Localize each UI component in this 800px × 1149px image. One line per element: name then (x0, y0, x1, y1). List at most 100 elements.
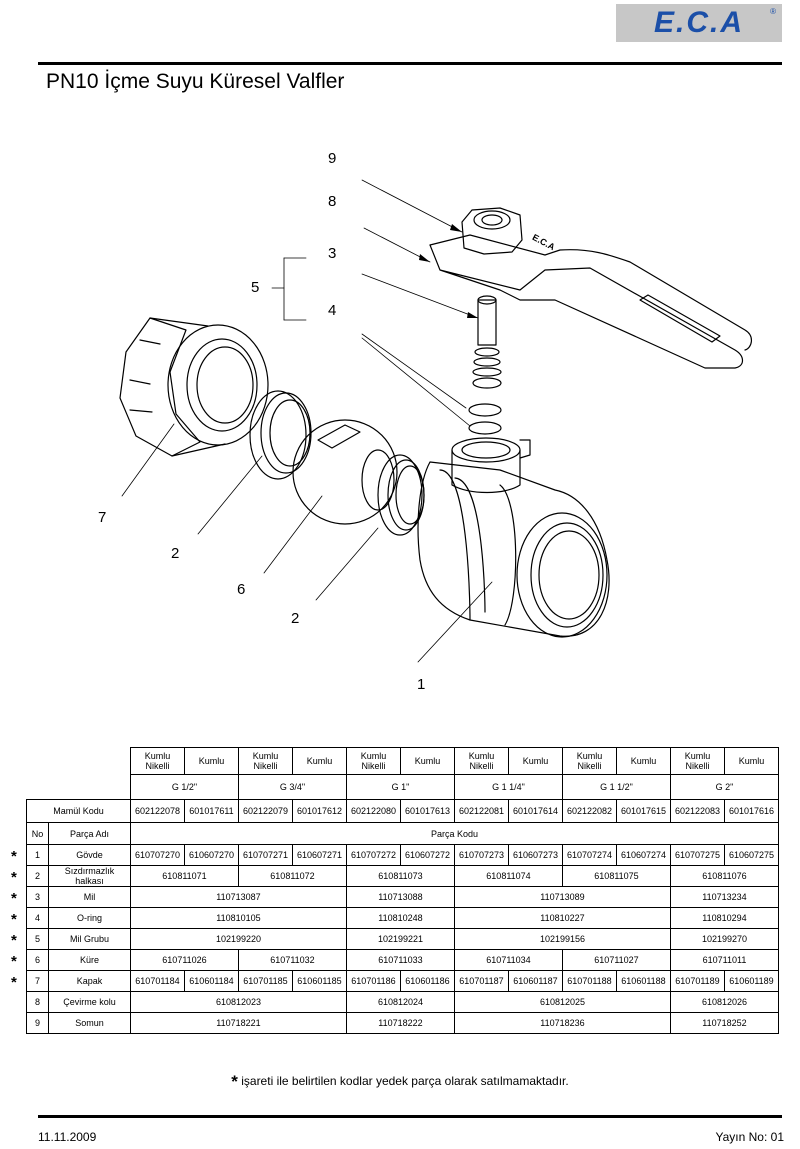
stem-part (472, 295, 502, 389)
col-no-header: No (26, 822, 49, 845)
part-code: 610701187 (454, 970, 509, 992)
product-code: 601017613 (400, 799, 455, 823)
spare-part-star: * (11, 848, 17, 865)
part-code: 610601185 (292, 970, 347, 992)
eca-logo: E.C.A ® (616, 4, 782, 42)
header-rule (38, 62, 782, 65)
part-code: 610601188 (616, 970, 671, 992)
part-code: 610601189 (724, 970, 779, 992)
part-code: 110713089 (454, 886, 671, 908)
part-code: 610707272 (346, 844, 401, 866)
part-no: 4 (26, 907, 49, 929)
callout-1: 1 (417, 676, 425, 693)
finish-header: Kumlu (616, 747, 671, 775)
part-name: Somun (48, 1012, 131, 1034)
product-code: 602122080 (346, 799, 401, 823)
valve-body-part (417, 437, 610, 638)
part-code: 610607272 (400, 844, 455, 866)
product-code: 602122078 (130, 799, 185, 823)
part-code: 110718221 (130, 1012, 347, 1034)
footnote-text: işareti ile belirtilen kodlar yedek parç… (237, 1074, 569, 1088)
footnote-star: * (231, 1072, 238, 1091)
part-name: Sızdırmazlık halkası (48, 865, 131, 887)
part-code: 610701188 (562, 970, 617, 992)
callout-2-right: 2 (291, 610, 299, 627)
product-code: 601017611 (184, 799, 239, 823)
callout-4: 4 (328, 302, 336, 319)
product-code: 601017612 (292, 799, 347, 823)
spare-part-star: * (11, 953, 17, 970)
spare-part-star: * (11, 974, 17, 991)
o-rings-part (468, 403, 502, 435)
part-code: 610711033 (346, 949, 455, 971)
part-code: 610607275 (724, 844, 779, 866)
part-code: 610607271 (292, 844, 347, 866)
part-name: Gövde (48, 844, 131, 866)
callout-2-left: 2 (171, 545, 179, 562)
part-name: Çevirme kolu (48, 991, 131, 1013)
part-code: 102199270 (670, 928, 779, 950)
part-code: 610711032 (238, 949, 347, 971)
footer-edition: Yayın No: 01 (715, 1130, 784, 1144)
part-code: 110713088 (346, 886, 455, 908)
finish-header: Kumlu (400, 747, 455, 775)
callout-7: 7 (98, 509, 106, 526)
part-no: 8 (26, 991, 49, 1013)
part-name: Mil Grubu (48, 928, 131, 950)
part-no: 2 (26, 865, 49, 887)
finish-header: Kumlu Nikelli (454, 747, 509, 775)
seal-ring-left-part (249, 390, 312, 480)
part-code: 110810105 (130, 907, 347, 929)
part-no: 3 (26, 886, 49, 908)
footer-date: 11.11.2009 (38, 1130, 97, 1144)
part-code: 610601186 (400, 970, 455, 992)
part-code: 610601187 (508, 970, 563, 992)
footer-rule (38, 1115, 782, 1118)
spare-part-star: * (11, 869, 17, 886)
top-nut-part (461, 207, 523, 255)
part-code: 610711027 (562, 949, 671, 971)
part-code: 610812026 (670, 991, 779, 1013)
spare-part-star: * (11, 911, 17, 928)
callout-9: 9 (328, 150, 336, 167)
part-name: O-ring (48, 907, 131, 929)
part-code: 610701185 (238, 970, 293, 992)
part-no: 9 (26, 1012, 49, 1034)
size-header: G 1/2" (130, 774, 239, 800)
part-code: 610707275 (670, 844, 725, 866)
product-code: 602122083 (670, 799, 725, 823)
part-code: 610811071 (130, 865, 239, 887)
product-code: 601017615 (616, 799, 671, 823)
part-no: 1 (26, 844, 49, 866)
size-header: G 2" (670, 774, 779, 800)
finish-header: Kumlu (292, 747, 347, 775)
finish-header: Kumlu Nikelli (562, 747, 617, 775)
leader-lines (121, 179, 493, 663)
part-code: 610711034 (454, 949, 563, 971)
col-part-header: Parça Adı (48, 822, 131, 845)
part-code: 610701186 (346, 970, 401, 992)
part-code: 610607270 (184, 844, 239, 866)
cap-nut-part (119, 317, 269, 457)
spare-part-star: * (11, 890, 17, 907)
finish-header: Kumlu Nikelli (346, 747, 401, 775)
part-code: 110713087 (130, 886, 347, 908)
part-code: 610811075 (562, 865, 671, 887)
part-no: 7 (26, 970, 49, 992)
part-code: 610707274 (562, 844, 617, 866)
part-code: 610812024 (346, 991, 455, 1013)
part-code: 610711011 (670, 949, 779, 971)
part-code: 110810227 (454, 907, 671, 929)
logo-text: E.C.A (653, 6, 744, 39)
